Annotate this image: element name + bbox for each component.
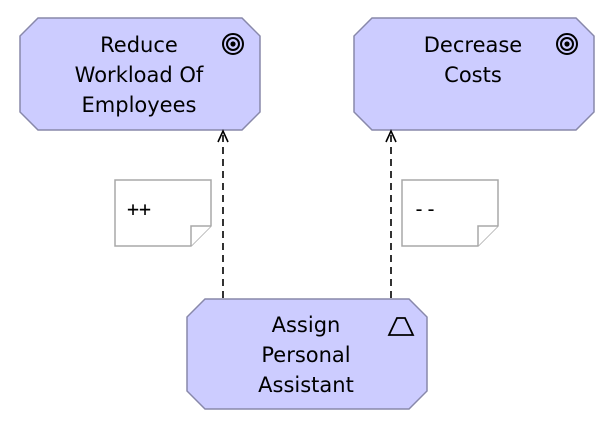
goal-label-line: Reduce [100, 33, 178, 57]
goal-target-icon [556, 33, 578, 55]
action-node-assign-personal-assistant[interactable]: Assign Personal Assistant [186, 298, 428, 410]
arrow-head [217, 129, 229, 143]
note-label: -- [413, 197, 437, 221]
parallelogram-icon [387, 317, 415, 336]
action-label-line: Assistant [258, 373, 354, 397]
goal-node-decrease-costs[interactable]: Decrease Costs [353, 17, 595, 131]
goal-label-line: Workload Of [75, 63, 204, 87]
note-label: ++ [127, 197, 151, 221]
goal-label-line: Decrease [424, 33, 522, 57]
influence-note-positive[interactable]: ++ [114, 179, 212, 247]
arrow-head [385, 129, 397, 143]
action-label-line: Personal [261, 343, 350, 367]
influence-edge-decrease-costs[interactable] [385, 129, 397, 298]
goal-label-line: Employees [82, 93, 197, 117]
goal-node-reduce-workload[interactable]: Reduce Workload Of Employees [19, 17, 261, 131]
action-label-line: Assign [272, 313, 341, 337]
influence-note-negative[interactable]: -- [401, 179, 499, 247]
goal-target-icon [222, 33, 244, 55]
goal-label-line: Costs [444, 63, 502, 87]
influence-edge-reduce-workload[interactable] [217, 129, 229, 298]
